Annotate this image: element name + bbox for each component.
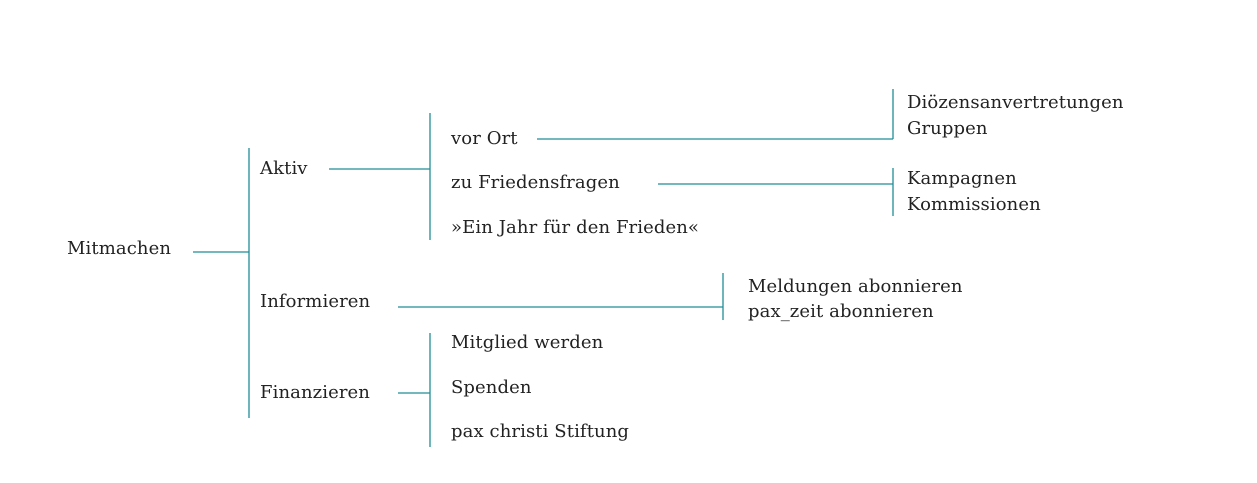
node-vor-ort[interactable]: vor Ort: [451, 128, 518, 149]
node-kampagnen[interactable]: Kampagnen: [907, 168, 1017, 189]
node-pax-zeit[interactable]: pax_zeit abonnieren: [748, 301, 934, 322]
node-mitmachen[interactable]: Mitmachen: [67, 238, 172, 259]
node-spenden[interactable]: Spenden: [451, 377, 532, 398]
node-stiftung[interactable]: pax christi Stiftung: [451, 421, 630, 442]
node-informieren[interactable]: Informieren: [260, 291, 371, 312]
node-gruppen[interactable]: Gruppen: [907, 118, 988, 139]
node-meldungen[interactable]: Meldungen abonnieren: [748, 276, 963, 297]
node-dioezesanvertretungen[interactable]: Diözensanvertretungen: [907, 92, 1124, 113]
node-aktiv[interactable]: Aktiv: [260, 158, 308, 179]
node-ein-jahr[interactable]: »Ein Jahr für den Frieden«: [451, 217, 700, 238]
node-mitglied-werden[interactable]: Mitglied werden: [451, 332, 604, 353]
node-finanzieren[interactable]: Finanzieren: [260, 382, 371, 403]
node-kommissionen[interactable]: Kommissionen: [907, 194, 1041, 215]
node-friedensfragen[interactable]: zu Friedensfragen: [451, 172, 620, 193]
